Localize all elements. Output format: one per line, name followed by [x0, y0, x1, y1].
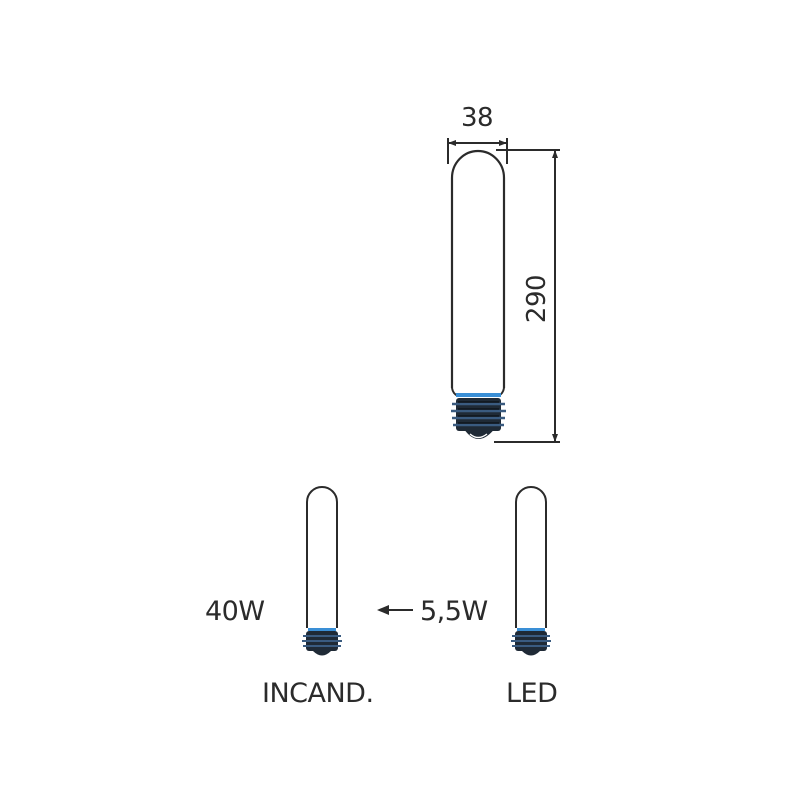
- led-bulb-icon: [511, 486, 551, 656]
- large-tube-bulb-icon: [450, 149, 506, 439]
- screw-base-icon: [451, 398, 506, 439]
- height-dimension-label: 290: [522, 274, 552, 324]
- left-arrow-icon: [377, 605, 413, 615]
- led-wattage-label: 5,5W: [420, 596, 488, 627]
- height-dimension: [494, 149, 560, 443]
- led-caption: LED: [506, 678, 558, 709]
- incandescent-caption: INCAND.: [262, 678, 374, 709]
- incandescent-wattage-label: 40W: [205, 596, 265, 627]
- incandescent-bulb-icon: [302, 486, 342, 656]
- width-dimension-label: 38: [460, 103, 494, 133]
